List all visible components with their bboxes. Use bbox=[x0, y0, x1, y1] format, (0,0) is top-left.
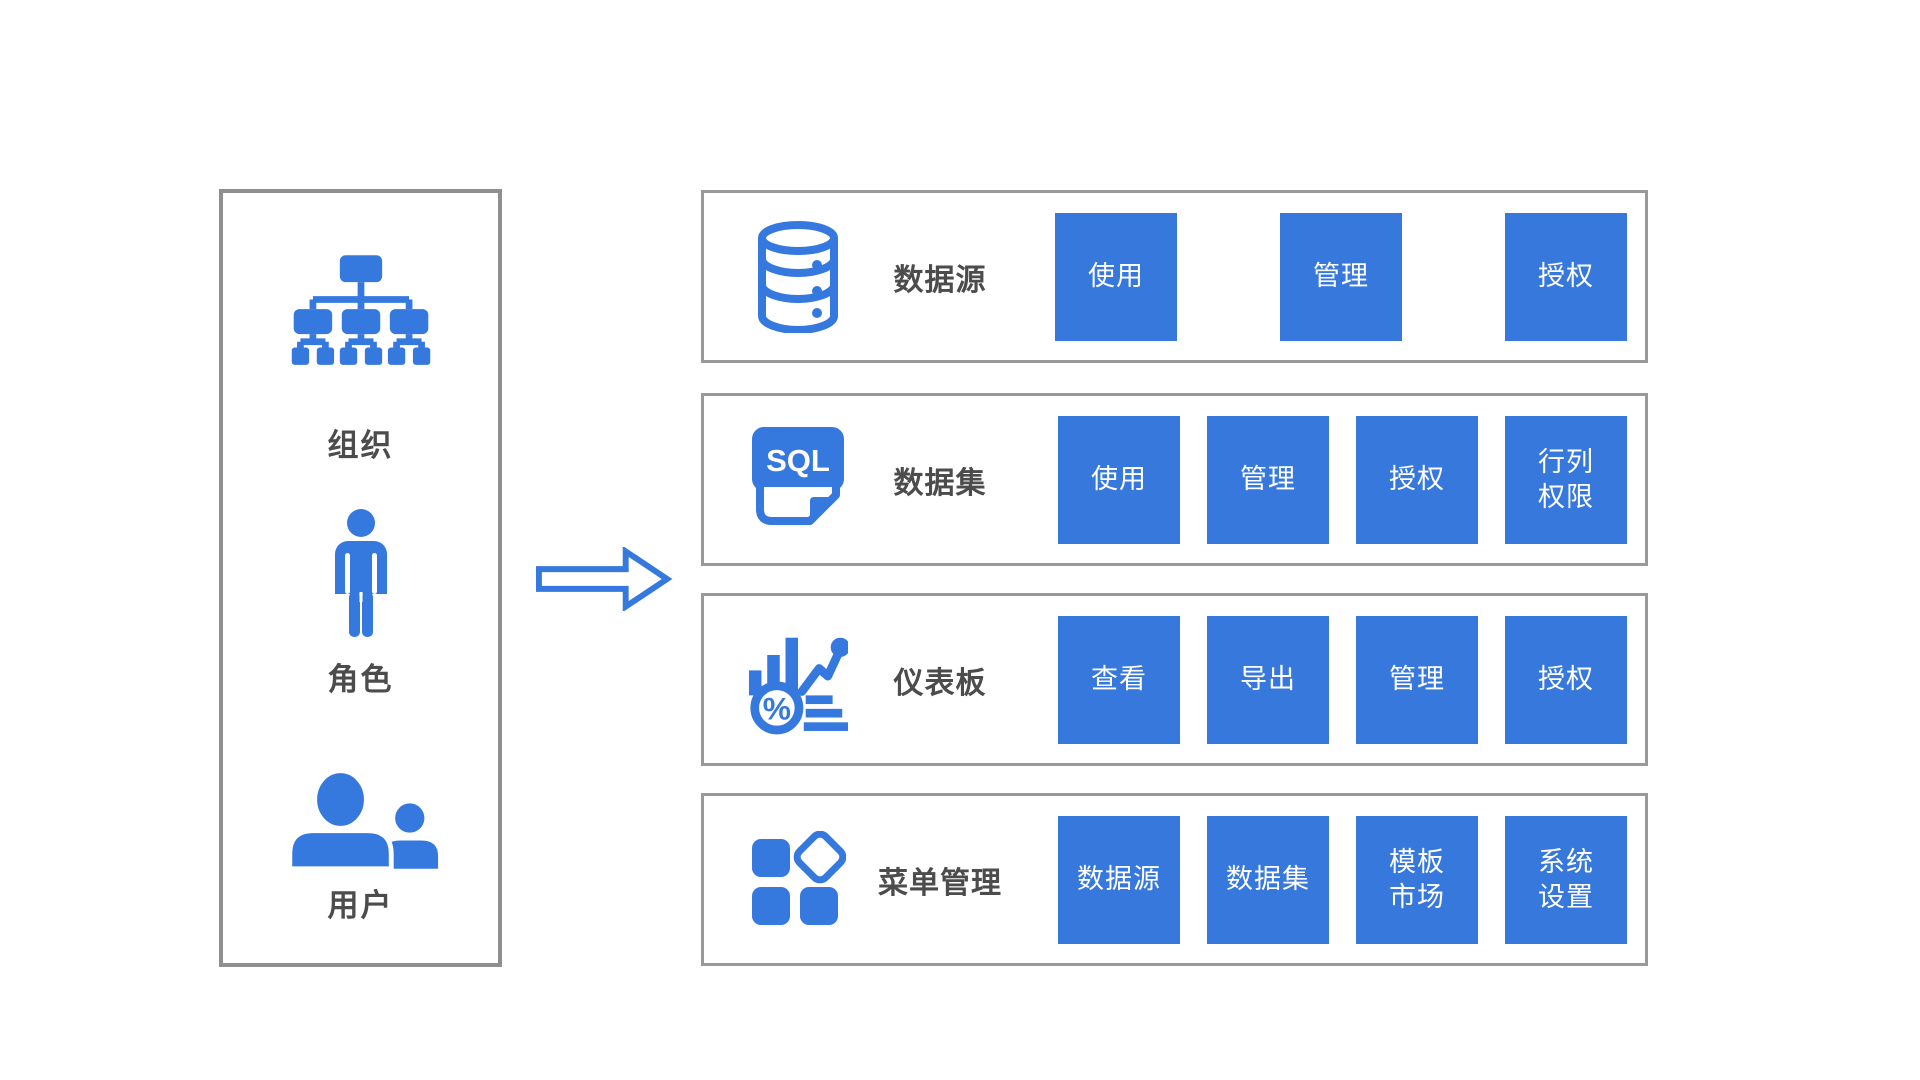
row-buttons-menu-management: 数据源 数据集 模板 市场 系统 设置 bbox=[1058, 815, 1627, 944]
menu-grid-icon bbox=[748, 830, 848, 929]
permission-button-manage[interactable]: 管理 bbox=[1207, 415, 1329, 544]
permission-button-manage[interactable]: 管理 bbox=[1280, 212, 1402, 341]
right-arrow-icon bbox=[535, 547, 673, 611]
permission-row-dataset: SQL 数据集 使用 管理 授权 行列 权限 bbox=[701, 393, 1648, 566]
permission-button-export[interactable]: 导出 bbox=[1207, 615, 1329, 744]
permission-button-system-settings[interactable]: 系统 设置 bbox=[1505, 815, 1627, 944]
permission-button-use[interactable]: 使用 bbox=[1058, 415, 1180, 544]
permission-button-use[interactable]: 使用 bbox=[1055, 212, 1177, 341]
person-icon bbox=[322, 508, 400, 638]
row-label-dataset: 数据集 bbox=[893, 466, 987, 500]
row-label-datasource: 数据源 bbox=[893, 263, 987, 297]
org-label: 组织 bbox=[327, 428, 394, 463]
database-icon bbox=[748, 220, 848, 333]
row-label-dashboard: 仪表板 bbox=[893, 666, 987, 700]
permission-button-view[interactable]: 查看 bbox=[1058, 615, 1180, 744]
users-icon bbox=[282, 771, 440, 869]
percent-icon-text: % bbox=[763, 690, 791, 726]
dashboard-chart-icon: % bbox=[748, 624, 848, 736]
row-buttons-dataset: 使用 管理 授权 行列 权限 bbox=[1058, 415, 1627, 544]
identity-panel: 组织 角色 bbox=[219, 189, 502, 967]
row-buttons-datasource: 使用 管理 授权 bbox=[1055, 212, 1627, 341]
role-label: 角色 bbox=[327, 662, 394, 697]
permission-button-menu-datasource[interactable]: 数据源 bbox=[1058, 815, 1180, 944]
permission-button-authorize[interactable]: 授权 bbox=[1356, 415, 1478, 544]
row-label-menu-management: 菜单管理 bbox=[878, 866, 1002, 900]
sql-file-icon: SQL bbox=[748, 425, 848, 535]
user-label: 用户 bbox=[327, 888, 394, 923]
permission-button-menu-dataset[interactable]: 数据集 bbox=[1207, 815, 1329, 944]
permission-row-datasource: 数据源 使用 管理 授权 bbox=[701, 190, 1648, 363]
sql-icon-text: SQL bbox=[766, 443, 830, 478]
permission-button-authorize[interactable]: 授权 bbox=[1505, 212, 1627, 341]
permission-button-template-market[interactable]: 模板 市场 bbox=[1356, 815, 1478, 944]
permission-button-manage[interactable]: 管理 bbox=[1356, 615, 1478, 744]
permission-row-menu-management: 菜单管理 数据源 数据集 模板 市场 系统 设置 bbox=[701, 793, 1648, 966]
org-tree-icon bbox=[286, 253, 436, 369]
permission-button-row-column-permission[interactable]: 行列 权限 bbox=[1505, 415, 1627, 544]
permission-button-authorize[interactable]: 授权 bbox=[1505, 615, 1627, 744]
permission-row-dashboard: % 仪表板 查看 导出 管理 授权 bbox=[701, 593, 1648, 766]
row-buttons-dashboard: 查看 导出 管理 授权 bbox=[1058, 615, 1627, 744]
